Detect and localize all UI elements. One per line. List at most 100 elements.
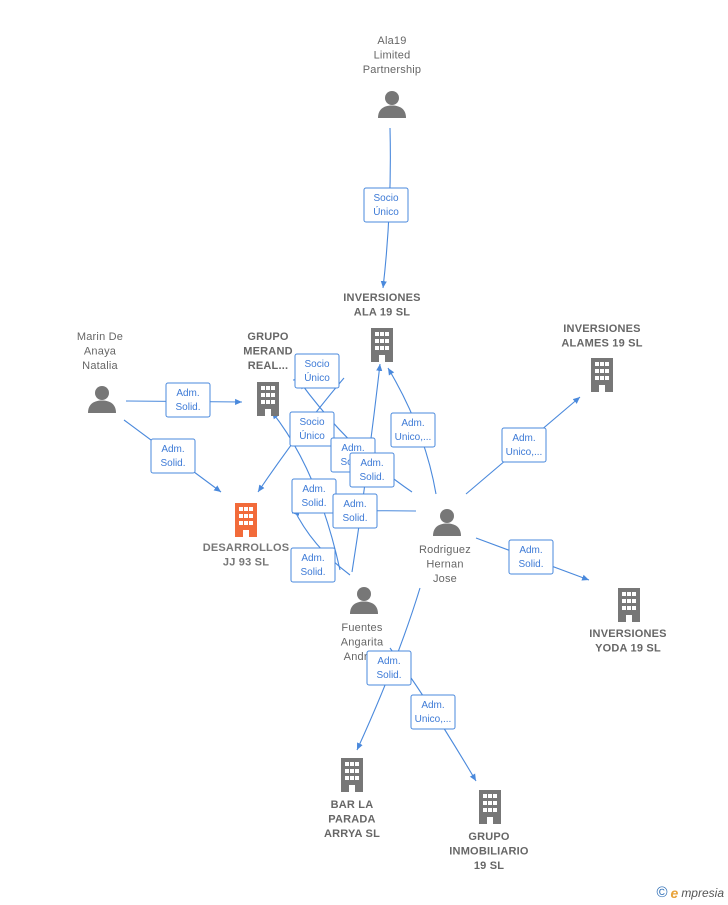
edge-label-text: Solid. [376, 670, 401, 681]
brand-initial: e [670, 884, 679, 901]
edge-labels-layer: SocioÚnicoAdm.Solid.Adm.Solid.SocioÚnico… [150, 187, 554, 730]
edge-label-box [289, 411, 335, 447]
edge-label[interactable]: Adm. Solid. [290, 547, 336, 583]
edge-label-text: Socio [373, 193, 398, 204]
node-label: Marin De [77, 331, 123, 343]
edge-label-box [349, 452, 395, 488]
edge-label[interactable]: Adm. Unico,... [390, 412, 436, 448]
edge-label-text: Adm. [301, 553, 324, 564]
edge-label-text: Adm. [401, 418, 424, 429]
node-label: Natalia [82, 360, 118, 372]
person-icon [350, 587, 378, 614]
edge-label[interactable]: Adm. Solid. [165, 382, 211, 418]
edge-label-text: Adm. [512, 433, 535, 444]
edge-label-text: Solid. [359, 472, 384, 483]
edge-label-text: Solid. [518, 559, 543, 570]
node-label: Ala19 [377, 35, 406, 47]
building-icon [257, 382, 279, 416]
node-label: ALAMES 19 SL [561, 338, 642, 350]
building-icon [235, 503, 257, 537]
node-label: BAR LA [331, 799, 374, 811]
edge-label-text: Unico,... [395, 432, 432, 443]
node-alames[interactable]: INVERSIONES ALAMES 19 SL [561, 323, 643, 392]
building-icon [479, 790, 501, 824]
edge-label-text: Adm. [519, 545, 542, 556]
edge-label-text: Solid. [301, 498, 326, 509]
edge-label-box [294, 353, 340, 389]
edge-label-text: Unico,... [506, 447, 543, 458]
node-label: YODA 19 SL [595, 643, 661, 655]
node-label: JJ 93 SL [223, 557, 269, 569]
brand-name: mpresia [681, 885, 724, 900]
edge-label[interactable]: Adm.Unico,... [410, 694, 456, 730]
building-icon [371, 328, 393, 362]
edge-label-text: Único [304, 371, 330, 384]
node-merand[interactable]: GRUPO MERAND REAL... [243, 331, 293, 416]
edge-label-text: Adm. [377, 656, 400, 667]
edge-label-box [390, 412, 436, 448]
edge-label-text: Adm. [161, 444, 184, 455]
edge-label-text: Adm. [343, 499, 366, 510]
edge-label[interactable]: Adm. Solid. [508, 539, 554, 575]
edge-label-text: Solid. [300, 567, 325, 578]
node-label: PARADA [328, 814, 375, 826]
edge-label[interactable]: Adm.Solid. [291, 478, 337, 514]
edge-label-text: Único [373, 205, 399, 218]
edge-label-text: Solid. [160, 458, 185, 469]
edge-label-text: Único [299, 429, 325, 442]
node-label: INVERSIONES [589, 628, 666, 640]
node-label: ARRYA SL [324, 828, 380, 840]
edge-label-box [508, 539, 554, 575]
node-label: ALA 19 SL [354, 307, 410, 319]
edge-label[interactable]: Adm. Solid. [332, 493, 378, 529]
node-label: Jose [433, 573, 457, 585]
node-desarr[interactable]: DESARROLLOS JJ 93 SL [203, 503, 290, 569]
node-label: GRUPO [247, 331, 289, 343]
edge-label[interactable]: Adm. Solid. [349, 452, 395, 488]
node-label: INMOBILIARIO [449, 846, 529, 858]
node-label: Limited [374, 50, 411, 62]
person-icon [378, 91, 406, 118]
edge-label-text: Adm. [176, 388, 199, 399]
node-bar[interactable]: BAR LA PARADA ARRYA SL [324, 758, 380, 840]
edge-label-text: Adm. [421, 700, 444, 711]
person-icon [88, 386, 116, 413]
edge-label-text: Solid. [175, 402, 200, 413]
node-invala19[interactable]: INVERSIONES ALA 19 SL [343, 292, 420, 362]
node-label: Anaya [84, 346, 117, 358]
edge-label-text: Socio [299, 417, 324, 428]
edge-label[interactable]: Adm. Solid. [150, 438, 196, 474]
node-label: Fuentes [341, 622, 382, 634]
building-icon [341, 758, 363, 792]
edge-label-text: Socio [304, 359, 329, 370]
node-label: INVERSIONES [343, 292, 420, 304]
node-label: DESARROLLOS [203, 542, 290, 554]
edge-label-box [410, 694, 456, 730]
node-label: INVERSIONES [563, 323, 640, 335]
edge-label-box [332, 493, 378, 529]
edge-label[interactable]: Adm. Solid. [366, 650, 412, 686]
node-label: MERAND [243, 346, 292, 358]
edge-label-text: Adm. [341, 443, 364, 454]
edge-label-text: Adm. [360, 458, 383, 469]
node-label: Rodriguez [419, 544, 471, 556]
building-icon [618, 588, 640, 622]
node-label: GRUPO [468, 831, 510, 843]
node-label: REAL... [248, 360, 289, 372]
copyright-icon: © [656, 884, 668, 901]
edge-label-box [501, 427, 547, 463]
node-yoda[interactable]: INVERSIONES YODA 19 SL [589, 588, 666, 655]
edge-label[interactable]: Adm. Unico,... [501, 427, 547, 463]
edge-label-box [366, 650, 412, 686]
edge-label-text: Solid. [342, 513, 367, 524]
